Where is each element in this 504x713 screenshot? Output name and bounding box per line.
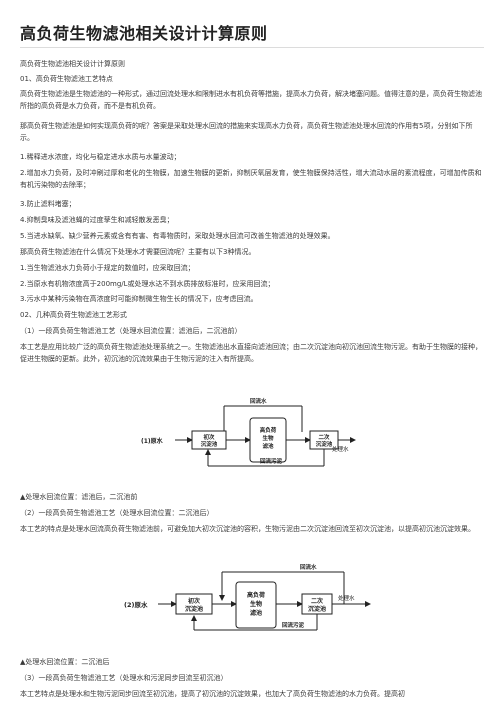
process3-title: （3）一段高负荷生物滤池工艺（处理水和污泥同步回流至初沉池） xyxy=(20,674,228,682)
diagram1-primary-label-2: 沉淀池 xyxy=(201,440,218,448)
diagram2-outflow-label: 处理水 xyxy=(338,594,355,602)
process2-text: 本工艺的特点是处理水回流高负荷生物滤池前，可避免加大初次沉淀池的容积，生物污泥由… xyxy=(20,525,475,533)
section1-case-3: 3.污水中某种污染物在高浓度时可能抑制微生物生长的情况下，应考虑回流。 xyxy=(20,295,258,303)
diagram2-primary-tank xyxy=(175,593,213,615)
section1-item-2: 2.增加水力负荷，及时冲刷过厚和老化的生物膜，加速生物膜的更新，抑制厌氧层发育，… xyxy=(20,169,482,189)
diagram2-return-sludge-label: 回流污泥 xyxy=(282,621,305,629)
subtitle: 高负荷生物滤池相关设计计算原则 xyxy=(20,60,125,68)
diagram1-return-water-label: 回流水 xyxy=(250,397,267,405)
diagram1-return-sludge-label: 回流污泥 xyxy=(260,457,283,465)
diagram2-inflow-label: (2)原水 xyxy=(124,600,148,609)
section1-case-1: 1.当生物滤池水力负荷小于规定的数值时，应采取回流； xyxy=(20,264,195,272)
title-divider xyxy=(20,47,484,48)
diagram2-secondary-tank xyxy=(301,593,333,615)
process1-caption: ▲处理水回流位置：滤池后，二沉池前 xyxy=(20,493,138,501)
process1-title: （1）一段高负荷生物滤池工艺（处理水回流位置：滤池后，二沉池前） xyxy=(20,327,242,335)
section1-case-2: 2.当原水有机物浓度高于200mg/L或处理水达不到水质排放标准时，应采用回流； xyxy=(20,280,275,288)
diagram2-secondary-label-2: 沉淀池 xyxy=(308,605,326,613)
diagram1-secondary-label-1: 二次 xyxy=(318,433,330,441)
diagram1-filter xyxy=(249,417,287,463)
process3-text: 本工艺特点是处理水和生物污泥同步回流至初沉池，提高了初沉池的沉淀效果，也加大了高… xyxy=(20,690,405,698)
diagram2-return-water-label: 回流水 xyxy=(300,563,317,571)
process-flow-diagram-1: (1)原水 初次 沉淀池 高负荷 生物 滤池 二次 沉淀池 处理水 回流水 回流… xyxy=(140,376,360,476)
section1-heading: 01、高负荷生物滤池工艺特点 xyxy=(20,75,113,83)
diagram1-primary-tank xyxy=(191,430,227,450)
diagram2-filter-label-1: 高负荷 xyxy=(247,591,265,599)
diagram1-primary-label-1: 初次 xyxy=(203,433,215,441)
diagram2-primary-label-1: 初次 xyxy=(188,597,200,605)
section1-question2: 那高负荷生物滤池在什么情况下处理水才需要回流呢？主要有以下3种情况。 xyxy=(20,248,256,256)
section1-item-4: 4.抑制臭味及滤池蝇的过度孳生和减轻散发恶臭； xyxy=(20,216,174,224)
section1-item-1: 1.稀释进水浓度，均化与稳定进水水质与水量波动； xyxy=(20,153,181,161)
diagram2-primary-label-2: 沉淀池 xyxy=(185,605,203,613)
diagram1-filter-label-2: 生物 xyxy=(262,434,274,442)
section1-question: 那高负荷生物滤池是如何实现高负荷的呢？答案是采取处理水回流的措施来实现高水力负荷… xyxy=(20,122,473,142)
process-flow-diagram-2: (2)原水 初次 沉淀池 高负荷 生物 滤池 二次 沉淀池 处理水 回流水 回流… xyxy=(124,560,374,640)
section1-intro: 高负荷生物滤池是生物滤池的一种形式，通过回流处理水和限制进水有机负荷等措施，提高… xyxy=(20,90,482,110)
process2-caption: ▲处理水回流位置：二沉池后 xyxy=(20,658,110,666)
diagram1-inflow-label: (1)原水 xyxy=(141,437,164,445)
diagram2-filter-label-2: 生物 xyxy=(250,600,262,608)
diagram2-secondary-label-1: 二次 xyxy=(311,597,323,605)
section1-item-5: 5.当进水缺氧、缺少营养元素或含有有害、有毒物质时，采取处理水回流可改善生物滤池… xyxy=(20,232,335,240)
section1-item-3: 3.防止滤料堵塞； xyxy=(20,200,76,208)
diagram1-secondary-tank xyxy=(309,430,339,450)
diagram1-outflow-label: 处理水 xyxy=(332,445,349,453)
process1-text: 本工艺是应用比较广泛的高负荷生物滤池处理系统之一。生物滤池出水直接向滤池回流；由… xyxy=(20,343,482,363)
page-title: 高负荷生物滤池相关设计计算原则 xyxy=(20,24,268,43)
section2-heading: 02、几种高负荷生物滤池工艺形式 xyxy=(20,311,127,319)
diagram1-filter-label-1: 高负荷 xyxy=(260,426,277,434)
diagram1-filter-label-3: 滤池 xyxy=(262,442,274,450)
diagram1-secondary-label-2: 沉淀池 xyxy=(316,440,333,448)
diagram2-filter xyxy=(235,581,277,629)
process2-title: （2）一段高负荷生物滤池工艺（处理水回流位置：二沉池后） xyxy=(20,509,214,517)
diagram2-filter-label-3: 滤池 xyxy=(250,609,262,617)
